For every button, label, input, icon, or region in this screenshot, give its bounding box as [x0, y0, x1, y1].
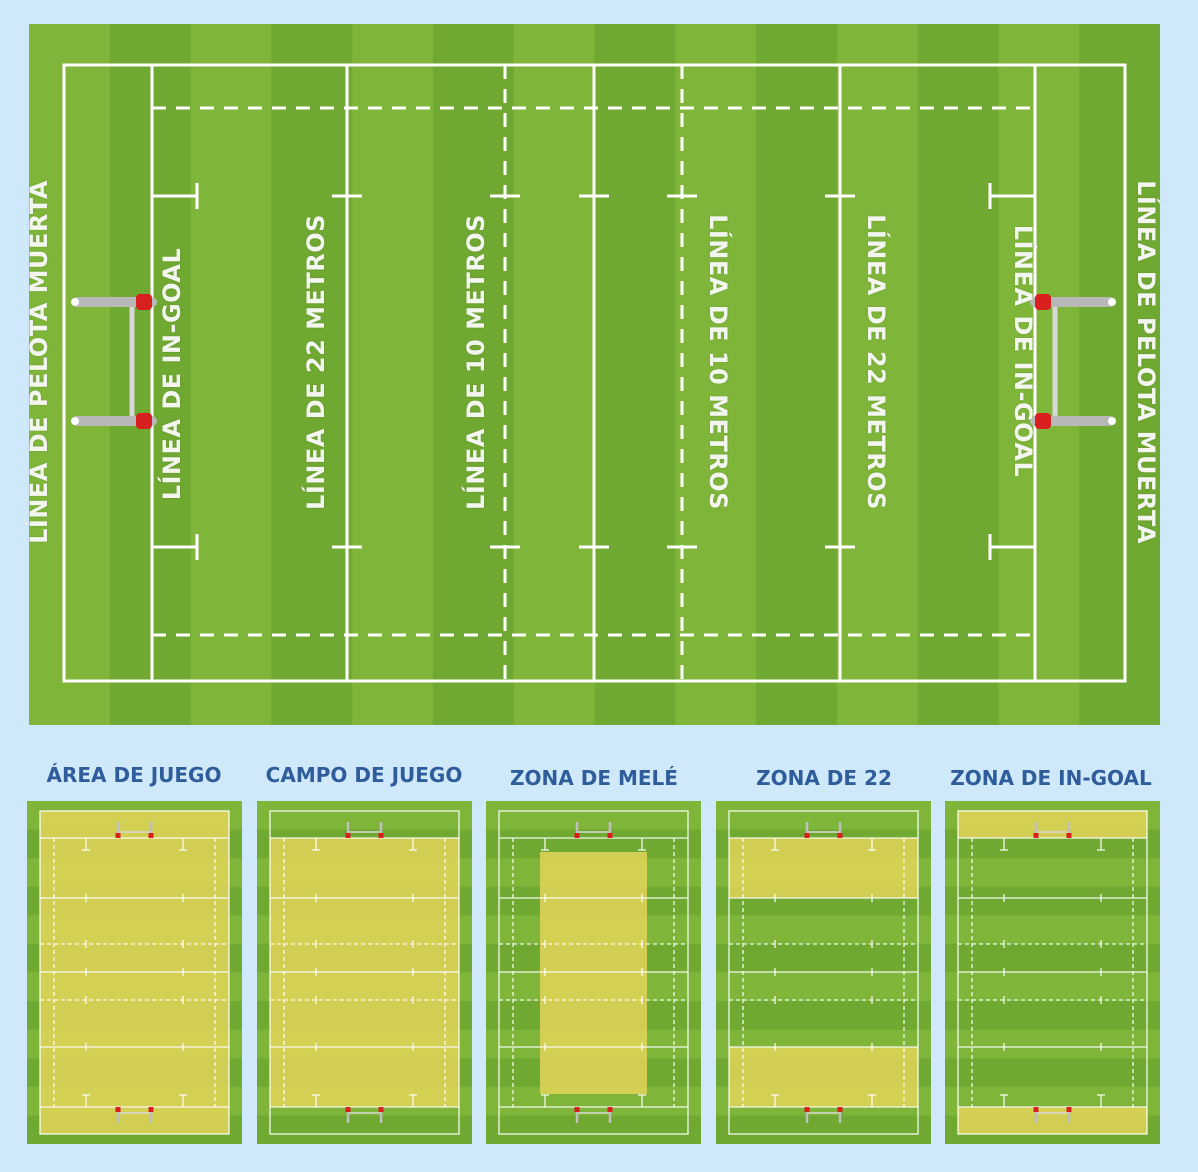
zone-field-zona-de-22: [716, 801, 931, 1144]
zone-diagram-zona-de-22: [716, 801, 931, 1144]
zone-title-zona-de-mele: ZONA DE MELÉ: [510, 766, 678, 790]
grass-stripe: [756, 24, 837, 725]
goal-post-pad: [1066, 833, 1072, 838]
main-field-graphic: [29, 24, 1160, 725]
goal-post-pad: [607, 1107, 613, 1112]
label-dead-ball-line-right: LÍNEA DE PELOTA MUERTA: [1132, 180, 1160, 544]
highlight-area: [958, 811, 1147, 838]
grass-stripe: [1079, 24, 1160, 725]
goal-post-pad: [804, 1107, 810, 1112]
goal-post-pad: [136, 413, 152, 429]
grass-stripe: [917, 24, 999, 725]
main-rugby-field: LÍNEA DE PELOTA MUERTA LÍNEA DE IN-GOAL …: [25, 24, 1160, 725]
grass-stripe: [257, 1115, 472, 1144]
zone-diagram-campo-de-juego: [257, 801, 472, 1144]
goal-post-pad: [804, 833, 810, 838]
goal-post-pad: [607, 833, 613, 838]
goal-post-pad: [345, 1107, 351, 1112]
grass-stripe: [716, 943, 931, 973]
zone-field-area-de-juego: [27, 801, 242, 1144]
grass-stripe: [945, 1001, 1160, 1030]
goal-post-pad: [1035, 413, 1051, 429]
goal-post-pad: [574, 833, 580, 838]
goal-post-tip: [71, 417, 79, 425]
grass-stripe: [945, 886, 1160, 916]
label-22-metre-line-right: LÍNEA DE 22 METROS: [862, 214, 890, 510]
label-10-metre-line-left: LÍNEA DE 10 METROS: [462, 214, 490, 510]
goal-post-pad: [115, 1107, 121, 1112]
grass-stripe: [109, 24, 191, 725]
goal-post-pad: [1033, 833, 1039, 838]
label-in-goal-line-left: LÍNEA DE IN-GOAL: [158, 247, 186, 501]
grass-stripe: [432, 24, 514, 725]
goal-post-pad: [345, 833, 351, 838]
zone-diagram-area-de-juego: [27, 801, 242, 1144]
goal-post-pad: [1066, 1107, 1072, 1112]
grass-stripe: [716, 1115, 931, 1144]
grass-stripe: [594, 24, 676, 725]
zone-title-zona-de-in-goal: ZONA DE IN-GOAL: [950, 766, 1152, 790]
label-10-metre-line-right: LÍNEA DE 10 METROS: [704, 214, 732, 510]
goal-post-pad: [574, 1107, 580, 1112]
zone-diagram-zona-de-mele: [486, 801, 701, 1144]
zone-title-area-de-juego: ÁREA DE JUEGO: [46, 763, 222, 787]
highlight-area: [540, 852, 647, 1094]
goal-post-pad: [837, 1107, 843, 1112]
highlight-area: [729, 1047, 918, 1107]
goal-post-pad: [378, 1107, 384, 1112]
zone-field-zona-de-mele: [486, 801, 701, 1144]
goal-post-pad: [378, 833, 384, 838]
goal-post-pad: [1035, 294, 1051, 310]
goal-post-pad: [148, 1107, 154, 1112]
label-dead-ball-line-left: LÍNEA DE PELOTA MUERTA: [25, 180, 53, 544]
highlight-area: [729, 838, 918, 898]
highlight-area: [958, 1107, 1147, 1134]
grass-stripe: [945, 943, 1160, 973]
goal-post-tip: [1108, 417, 1116, 425]
label-22-metre-line-left: LÍNEA DE 22 METROS: [302, 214, 330, 510]
goal-post-pad: [115, 833, 121, 838]
zone-field-campo-de-juego: [257, 801, 472, 1144]
goal-post-pad: [148, 833, 154, 838]
grass-stripe: [716, 1001, 931, 1030]
zone-field-zona-de-in-goal: [945, 801, 1160, 1144]
label-in-goal-line-right: LÍNEA DE IN-GOAL: [1009, 224, 1037, 478]
goal-post-pad: [837, 833, 843, 838]
grass-stripe: [945, 1058, 1160, 1087]
grass-stripe: [486, 1115, 701, 1144]
zone-diagram-zona-de-in-goal: [945, 801, 1160, 1144]
goal-post-pad: [1033, 1107, 1039, 1112]
grass-stripe: [271, 24, 353, 725]
goal-post-tip: [1108, 298, 1116, 306]
zone-title-zona-de-22: ZONA DE 22: [756, 766, 892, 790]
goal-post-pad: [136, 294, 152, 310]
zone-title-campo-de-juego: CAMPO DE JUEGO: [265, 763, 463, 787]
goal-post-tip: [71, 298, 79, 306]
